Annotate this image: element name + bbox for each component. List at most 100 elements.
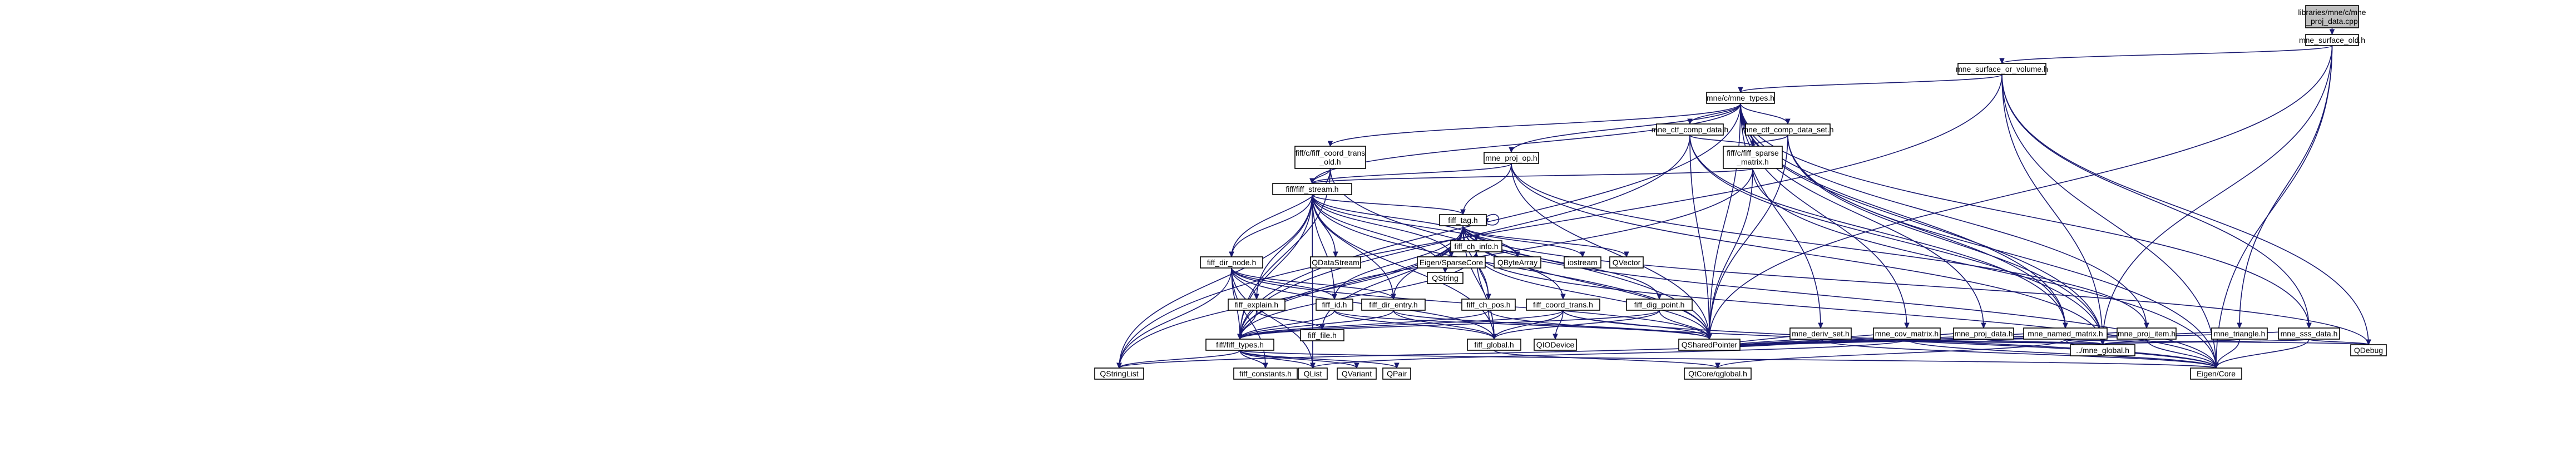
node-box xyxy=(1957,63,2046,75)
edge-sss_data-to-qdebug xyxy=(2308,339,2371,346)
node-coord_trans[interactable]: fiff_coord_trans.h xyxy=(1526,299,1600,311)
edge-line xyxy=(1709,135,1788,340)
node-eigen_sparse[interactable]: Eigen/SparseCore xyxy=(1417,256,1486,269)
node-qiodevice[interactable]: QIODevice xyxy=(1534,339,1577,351)
node-proj_op[interactable]: mne_proj_op.h xyxy=(1484,152,1539,164)
node-label: fiff_explain.h xyxy=(1235,300,1278,309)
arrowhead-icon xyxy=(2063,322,2068,329)
node-fiff_global[interactable]: fiff_global.h xyxy=(1467,339,1521,351)
node-dir_entry[interactable]: fiff_dir_entry.h xyxy=(1361,299,1426,311)
arrowhead-icon xyxy=(1391,294,1396,300)
edge-line xyxy=(2308,339,2369,345)
node-box xyxy=(1609,256,1644,269)
node-surface_or_volume[interactable]: mne_surface_or_volume.h xyxy=(1956,63,2048,75)
node-label: mne_proj_item.h xyxy=(2118,329,2175,338)
node-ch_pos[interactable]: fiff_ch_pos.h xyxy=(1461,299,1516,311)
edge-line xyxy=(1476,251,1710,340)
arrowhead-icon xyxy=(1333,251,1338,258)
node-box xyxy=(1272,183,1352,195)
edge-line xyxy=(1709,45,2333,340)
node-ctf_comp_data[interactable]: mne_ctf_comp_data.h xyxy=(1652,123,1729,136)
node-box xyxy=(1564,256,1601,269)
edge-line xyxy=(1312,103,1741,184)
arrowhead-icon xyxy=(1552,334,1558,340)
nodes-layer: libraries/mne/c/mne_proj_data.cpp mne_sur… xyxy=(1094,5,2387,380)
node-ch_info[interactable]: fiff_ch_info.h xyxy=(1450,240,1502,252)
arrowhead-icon xyxy=(2237,322,2242,329)
arrowhead-icon xyxy=(1327,141,1333,147)
edge-line xyxy=(2001,45,2333,64)
node-named_matrix[interactable]: mne_named_matrix.h xyxy=(2023,327,2108,340)
node-deriv_set[interactable]: mne_deriv_set.h xyxy=(1789,327,1852,340)
node-qdebug[interactable]: QDebug xyxy=(2350,344,2387,356)
node-label: mne_named_matrix.h xyxy=(2028,329,2103,338)
node-qtcoreglobal[interactable]: QtCore/qglobal.h xyxy=(1684,367,1752,380)
edge-sss_data-to-mne_global xyxy=(2100,339,2310,346)
edge-line xyxy=(1119,267,1232,369)
node-qvariant[interactable]: QVariant xyxy=(1337,367,1377,380)
edge-deriv_set-to-eigen_core xyxy=(1820,339,2219,369)
node-fiff_stream[interactable]: fiff/fiff_stream.h xyxy=(1272,183,1352,195)
node-file[interactable]: fiff_file.h xyxy=(1300,329,1344,341)
arrowhead-icon xyxy=(2329,29,2335,36)
node-mne_global[interactable]: ../mne_global.h xyxy=(2070,344,2135,356)
node-qsharedpointer[interactable]: QSharedPointer xyxy=(1678,339,1741,351)
edge-types-to-ctf_comp_data_set xyxy=(1740,103,1791,125)
node-coord_trans_old[interactable]: fiff/c/fiff_coord_trans_old.h xyxy=(1294,146,1366,169)
edge-fiff_types-to-qpair xyxy=(1239,350,1400,369)
edge-fiff_tag-to-qvector xyxy=(1462,225,1629,258)
node-explain[interactable]: fiff_explain.h xyxy=(1228,299,1285,311)
node-box xyxy=(1300,329,1344,341)
edge-line xyxy=(1312,194,1463,215)
edge-surface_old-to-surface_or_volume xyxy=(1999,45,2333,64)
node-label: QSharedPointer xyxy=(1682,340,1738,349)
node-proj_item[interactable]: mne_proj_item.h xyxy=(2117,327,2177,340)
edge-proj_op-to-qsharedpointer xyxy=(1511,163,1712,340)
node-fiff_tag[interactable]: fiff_tag.h xyxy=(1439,214,1487,226)
node-qbytearray[interactable]: QByteArray xyxy=(1494,256,1541,269)
node-fiff_id[interactable]: fiff_id.h xyxy=(1316,299,1353,311)
node-box xyxy=(1382,367,1411,380)
edge-line xyxy=(1462,163,1512,215)
node-root: libraries/mne/c/mne_proj_data.cpp xyxy=(2298,5,2366,28)
node-qpair[interactable]: QPair xyxy=(1382,367,1411,380)
edge-line xyxy=(1740,103,1788,125)
node-box xyxy=(1873,327,1941,340)
node-types[interactable]: mne/c/mne_types.h xyxy=(1706,92,1775,104)
arrowhead-icon xyxy=(1332,294,1337,300)
node-sparse_matrix[interactable]: fiff/c/fiff_sparse_matrix.h xyxy=(1723,146,1783,169)
node-iostream[interactable]: iostream xyxy=(1564,256,1601,269)
node-sss_data[interactable]: mne_sss_data.h xyxy=(2278,327,2340,340)
node-constants[interactable]: fiff_constants.h xyxy=(1233,367,1298,380)
node-label: fiff_dir_node.h xyxy=(1207,258,1256,267)
node-label: QtCore/qglobal.h xyxy=(1688,369,1747,378)
node-triangle[interactable]: mne_triangle.h xyxy=(2211,327,2268,340)
node-dig_point[interactable]: fiff_dig_point.h xyxy=(1626,299,1693,311)
node-qlist[interactable]: QList xyxy=(1298,367,1328,380)
arrowhead-icon xyxy=(1904,322,1910,329)
node-cov_matrix[interactable]: mne_cov_matrix.h xyxy=(1873,327,1941,340)
edge-line xyxy=(1462,225,1583,257)
node-qvector[interactable]: QVector xyxy=(1609,256,1644,269)
edge-line xyxy=(1752,168,2217,369)
node-qstringlist[interactable]: QStringList xyxy=(1094,367,1144,380)
arrowhead-icon xyxy=(1624,251,1629,258)
arrowhead-icon xyxy=(1116,362,1122,369)
node-surface_old[interactable]: mne_surface_old.h xyxy=(2299,34,2365,46)
node-box xyxy=(1228,299,1285,311)
edge-line xyxy=(1312,163,1512,184)
node-fiff_types[interactable]: fiff/fiff_types.h xyxy=(1205,339,1274,351)
edge-line xyxy=(1312,194,1313,369)
node-box xyxy=(1294,146,1366,169)
arrowhead-icon xyxy=(2213,362,2219,369)
edge-coord_trans-to-qiodevice xyxy=(1552,310,1564,340)
node-ctf_comp_data_set[interactable]: mne_ctf_comp_data_set.h xyxy=(1742,123,1834,136)
node-qstring[interactable]: QString xyxy=(1427,272,1463,284)
edge-root-to-surface_old xyxy=(2329,27,2335,36)
node-proj_data[interactable]: mne_proj_data.h xyxy=(1953,327,2014,340)
edge-line xyxy=(1511,163,1710,340)
node-dir_node[interactable]: fiff_dir_node.h xyxy=(1200,256,1263,269)
arrowhead-icon xyxy=(1354,362,1359,369)
node-eigen_core[interactable]: Eigen/Core xyxy=(2190,367,2242,380)
node-qdatastream[interactable]: QDataStream xyxy=(1310,256,1361,269)
